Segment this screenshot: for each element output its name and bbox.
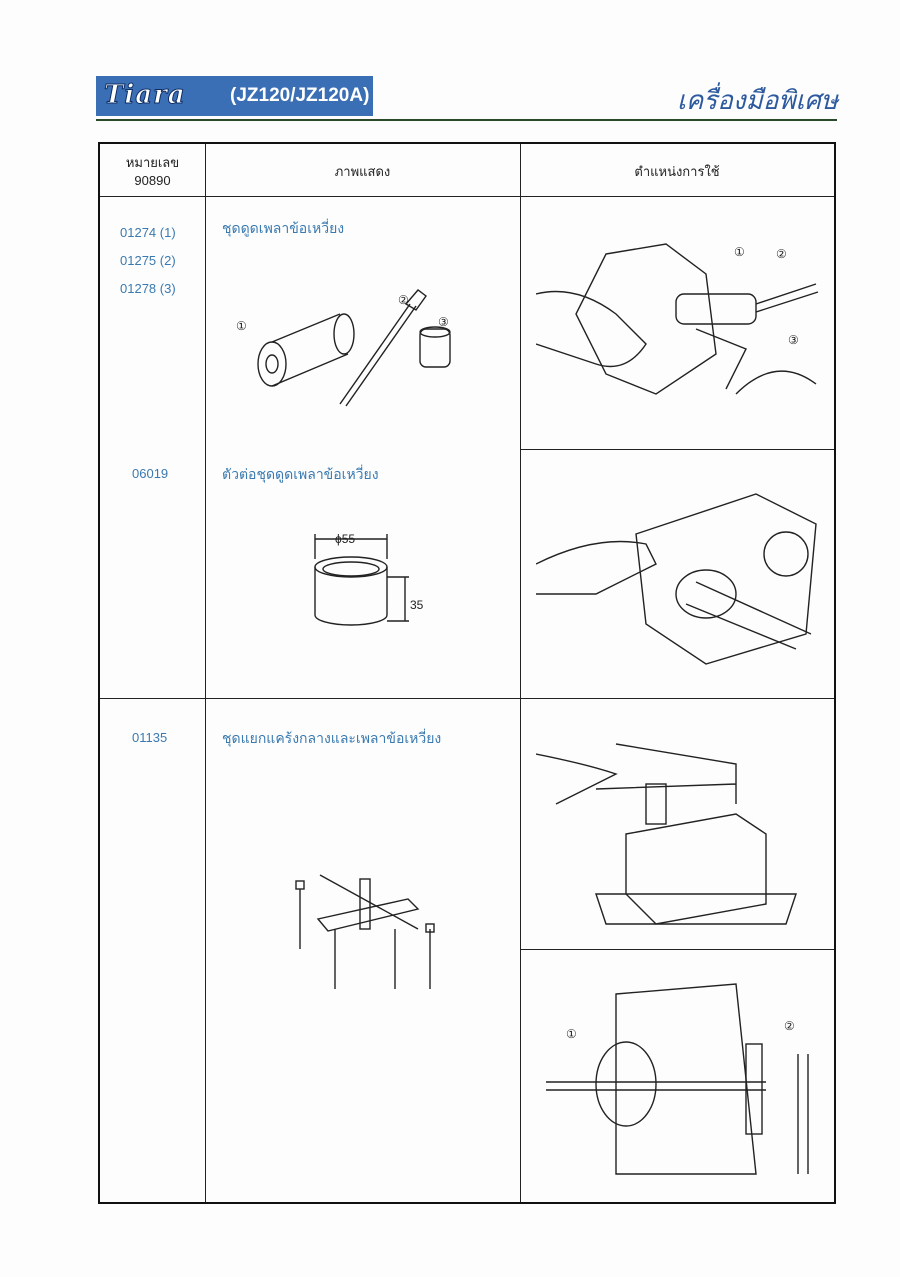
crankshaft-installer-illustration: ① ② ③: [236, 289, 451, 407]
callout-3: ③: [788, 333, 799, 347]
row-divider: [100, 698, 834, 699]
header-illustration: ภาพแสดง: [334, 165, 391, 180]
part-number: 01274 (1): [120, 225, 176, 240]
callout-1: ①: [734, 245, 745, 259]
column-divider: [520, 144, 521, 1202]
part-number: 01135: [132, 730, 168, 745]
page-title: เครื่องมือพิเศษ: [677, 86, 838, 116]
callout-2: ②: [784, 1019, 795, 1033]
callout-1: ①: [236, 319, 247, 333]
part-number: 01278 (3): [120, 281, 176, 296]
separator-usage-photo: [536, 743, 797, 925]
part-number: 06019: [132, 466, 169, 481]
special-tools-table: หมายเลข 90890 ภาพแสดง ตำแหน่งการใช้ 0127…: [98, 142, 836, 1204]
adapter-illustration: ϕ55 35: [314, 532, 424, 626]
brand-banner: Tiara (JZ120/JZ120A): [96, 76, 373, 116]
callout-2: ②: [398, 293, 409, 307]
callout-3: ③: [438, 315, 449, 329]
tool-name: ตัวต่อชุดดูดเพลาข้อเหวี่ยง: [222, 467, 379, 483]
row-divider: [520, 449, 834, 450]
part-no-prefix: 90890: [134, 173, 171, 188]
adapter-usage-photo: [536, 493, 817, 665]
header-row-divider: [100, 196, 834, 197]
tool-name: ชุดดูดเพลาข้อเหวี่ยง: [222, 221, 345, 237]
part-no-label: หมายเลข: [125, 156, 180, 171]
tiara-logo: Tiara: [104, 80, 186, 111]
callout-2: ②: [776, 247, 787, 261]
row-divider: [520, 949, 834, 950]
header-part-no: หมายเลข 90890: [100, 152, 205, 188]
diameter-dimension: ϕ55: [335, 532, 355, 546]
model-code: (JZ120/JZ120A): [230, 85, 370, 106]
callout-1: ①: [566, 1027, 577, 1041]
tool-name: ชุดแยกแคร้งกลางและเพลาข้อเหวี่ยง: [222, 731, 442, 747]
part-number: 01275 (2): [120, 253, 176, 268]
header-divider: [96, 119, 837, 121]
column-divider: [205, 144, 206, 1202]
header-usage: ตำแหน่งการใช้: [634, 165, 720, 180]
separator-usage-photo-2: ① ②: [546, 983, 809, 1175]
part-numbers: 01274 (1) 01275 (2) 01278 (3): [120, 219, 176, 303]
crankcase-separator-illustration: [295, 874, 435, 989]
installer-usage-photo: ① ② ③: [536, 243, 819, 395]
height-dimension: 35: [410, 598, 424, 612]
